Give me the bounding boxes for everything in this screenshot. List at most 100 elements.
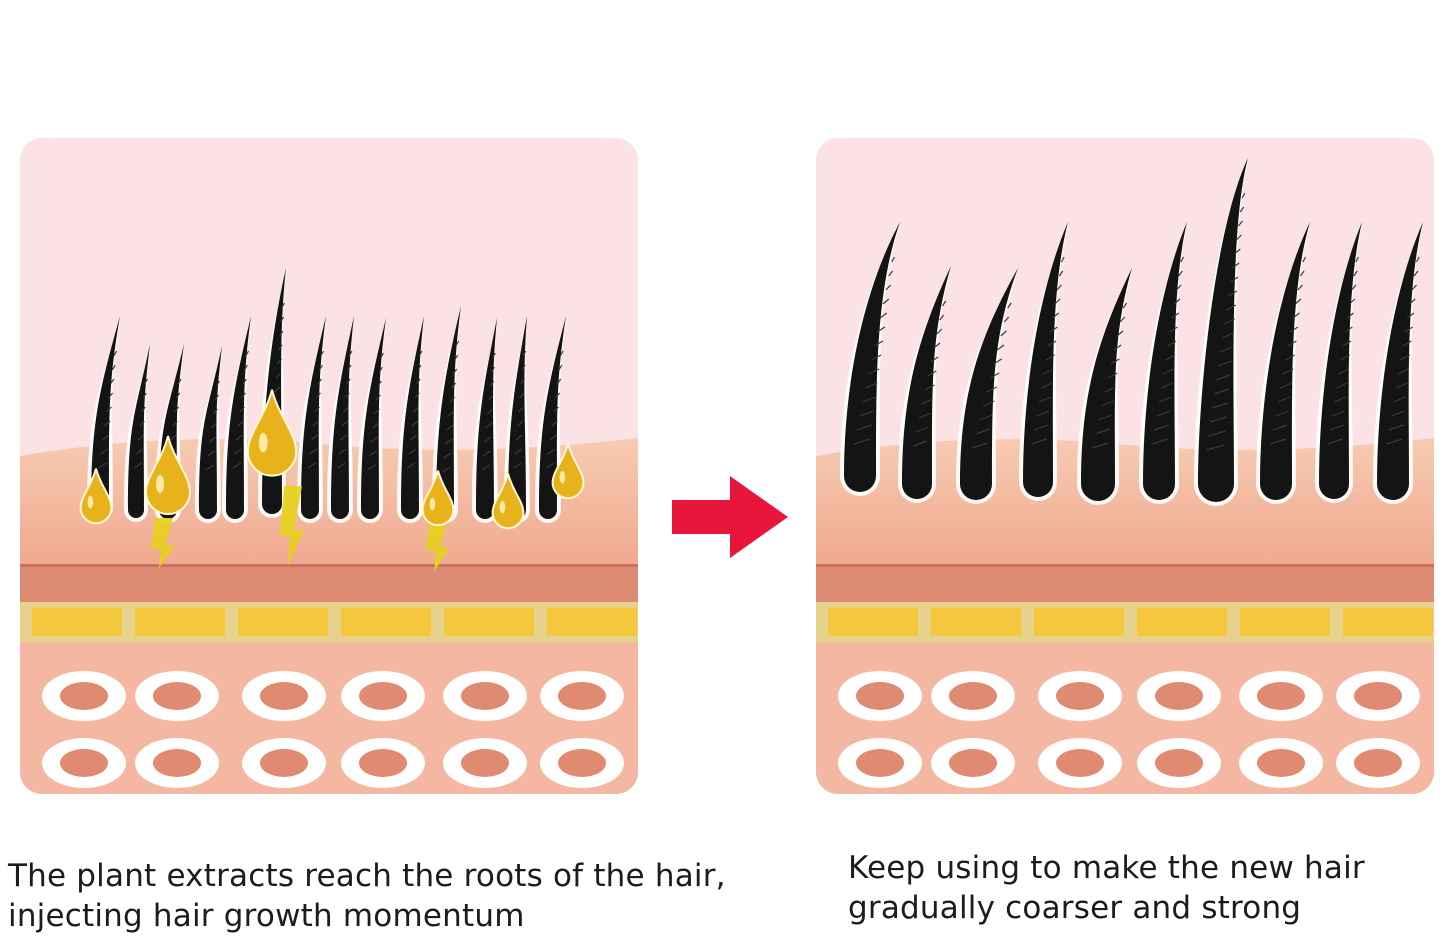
hair-scale: [378, 366, 383, 373]
hair-scale: [1280, 382, 1292, 389]
hair-scale: [979, 414, 993, 421]
tissue-cell: [838, 738, 922, 788]
hair-scale: [1228, 290, 1238, 297]
oil-droplet-icon: [421, 470, 455, 527]
hair-shaft: [128, 344, 150, 518]
hair-scale: [408, 448, 417, 455]
hair-scale: [142, 392, 147, 399]
hair-scale: [174, 406, 180, 413]
hair-scale: [871, 354, 882, 361]
hair-strand: [297, 316, 326, 523]
hair-scale: [1388, 424, 1404, 431]
hair-scale: [1212, 402, 1229, 409]
hair-scale: [451, 382, 457, 389]
hair-scale: [368, 450, 377, 457]
hair-strand: [1139, 222, 1187, 504]
hair-scale: [1413, 270, 1419, 277]
hair-shaft: [401, 316, 424, 519]
hair-scale: [1154, 424, 1170, 431]
hair-scale: [1222, 332, 1234, 339]
hair-scale: [1332, 410, 1346, 417]
hair-shaft: [1143, 222, 1187, 500]
hair-scale: [989, 372, 1000, 379]
hair-scale: [1214, 388, 1230, 395]
tissue-cell: [443, 671, 527, 721]
hair-scale: [1056, 284, 1062, 291]
hair-scale: [111, 364, 116, 371]
hair-scale: [513, 462, 522, 469]
tissue-cell: [135, 738, 219, 788]
hair-scale: [559, 350, 564, 357]
hair-shaft: [331, 316, 354, 519]
hair-scale: [1330, 424, 1344, 431]
hair-scale: [134, 462, 142, 469]
hair-scale: [545, 462, 555, 469]
hair-scale: [888, 270, 894, 277]
hair-scale: [996, 344, 1005, 351]
hair-strand: [195, 346, 222, 523]
hair-scale: [1292, 312, 1300, 319]
hair-scale: [1353, 270, 1358, 277]
hair-scale: [280, 316, 285, 323]
hair-strand: [956, 268, 1018, 504]
hair-strand: [432, 306, 461, 523]
hair-shaft: [539, 316, 566, 519]
hair-scale: [207, 450, 215, 457]
hair-scale: [486, 408, 493, 415]
hair-scale: [144, 378, 148, 385]
hair-scale: [315, 392, 321, 399]
hair-scale: [986, 386, 998, 393]
hair-scale: [1297, 284, 1303, 291]
hair-strand: [504, 316, 530, 523]
hair-scale: [868, 368, 880, 375]
hair-scale: [1338, 368, 1349, 375]
hair-scale: [491, 352, 496, 359]
hair-scale: [873, 340, 884, 347]
hair-scale: [172, 420, 178, 427]
tissue-cell: [242, 671, 326, 721]
hair-scale: [1178, 270, 1183, 277]
hair-scale: [1007, 302, 1012, 309]
hair-scale: [275, 372, 282, 379]
hair-scale: [1233, 248, 1241, 255]
tissue-cell: [931, 738, 1015, 788]
fat-cell: [341, 608, 431, 636]
hair-scale: [1036, 410, 1050, 417]
hair-scale: [885, 284, 892, 291]
after-caption-line1: Keep using to make the new hair: [848, 850, 1365, 886]
hair-scale: [452, 368, 458, 375]
tissue-cell: [135, 671, 219, 721]
hair-scale: [370, 436, 378, 443]
hair-scale: [1411, 284, 1417, 291]
hair-scale: [1397, 368, 1409, 375]
hair-scale: [1277, 396, 1291, 403]
hair-scale: [1285, 354, 1296, 361]
hair-scale: [1294, 298, 1302, 305]
scalp-cross-section-after: [816, 138, 1434, 794]
hair-scale: [933, 342, 941, 349]
hair-scale: [1349, 298, 1356, 305]
hair-scale: [975, 428, 990, 435]
hair-scale: [876, 326, 886, 333]
hair-scale: [1270, 438, 1286, 445]
tissue-cell: [42, 671, 126, 721]
dermis-line: [816, 564, 1434, 567]
hair-scale: [1237, 220, 1243, 227]
hair-scale: [1000, 330, 1007, 337]
hair-scale: [375, 394, 381, 401]
hair-scale: [310, 434, 318, 441]
hair-shaft: [1319, 222, 1362, 499]
hair-scale: [338, 448, 347, 455]
hair-scale: [245, 350, 250, 357]
hair-scale: [1052, 312, 1060, 319]
tissue-cell: [1239, 738, 1323, 788]
hair-scale: [1302, 256, 1307, 263]
hair-scale: [1169, 326, 1178, 333]
scalp-cross-section-before: [20, 138, 638, 794]
hair-scale: [1058, 270, 1064, 277]
tissue-cell: [42, 738, 126, 788]
hair-scale: [1351, 284, 1357, 291]
hair-scale: [314, 406, 320, 413]
hair-scale: [1047, 340, 1057, 347]
hair-scale: [1040, 382, 1053, 389]
